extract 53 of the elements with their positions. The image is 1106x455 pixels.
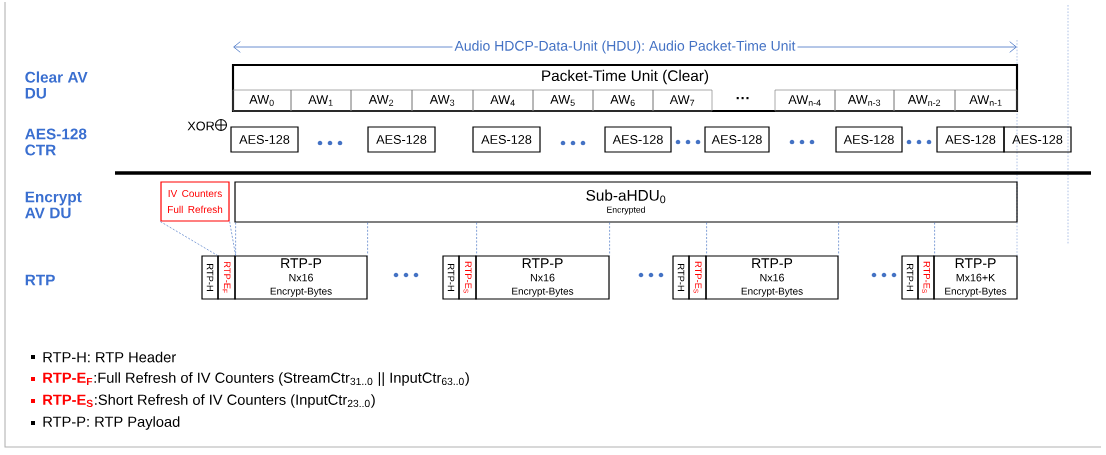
payload-cell: RTP-P Nx16 Encrypt-Bytes [234, 255, 368, 300]
legend-text: RTP-P: RTP Payload [43, 416, 180, 430]
cipher-box: AES-128 [1003, 126, 1072, 153]
header-cell: RTP-H [442, 255, 460, 300]
cipher-box: AES-128 [936, 126, 1005, 153]
operator-label: XOR [187, 121, 215, 131]
word-cell: AW$_{n-1}$ [954, 89, 1018, 112]
row-label: Encrypt AV DU [25, 191, 82, 219]
counter-cell: RTP-E$_{S}$ [458, 255, 477, 300]
word-cell: AW$_{6}$ [592, 89, 654, 112]
counter-cell: RTP-E$_{S}$ [917, 255, 935, 300]
header-cell: RTP-H [901, 255, 919, 300]
row-label: AES-128 CTR [25, 128, 87, 156]
payload-cell: RTP-P Mx16+K Encrypt-Bytes [933, 255, 1018, 300]
callout-box: IV Counters Full Refresh [160, 181, 230, 222]
cipher-box: AES-128 [835, 126, 903, 153]
word-cell: AW$_{0}$ [232, 89, 292, 112]
cipher-box: AES-128 [472, 126, 541, 153]
guide-line [476, 222, 477, 256]
cipher-box: AES-128 [230, 126, 299, 153]
guide-line [706, 222, 707, 256]
payload-cell: RTP-P Nx16 Encrypt-Bytes [705, 255, 839, 300]
payload-cell: RTP-P Nx16 Encrypt-Bytes [475, 255, 610, 300]
dimension-label: Audio HDCP-Data-Unit (HDU): Audio Packet-Time Unit [452, 38, 798, 56]
row-label: Clear AV DU [25, 71, 88, 99]
guide-line [609, 222, 610, 256]
word-cell: AW$_{4}$ [472, 89, 534, 112]
word-cell: AW$_{n-2}$ [893, 89, 956, 112]
guide-line [367, 222, 368, 256]
guide-line [235, 222, 236, 256]
header-cell: RTP-H [672, 255, 690, 300]
payload-box: Sub-aHDU$_{0}$ Encrypted [234, 181, 1018, 223]
row-label: RTP [25, 274, 55, 286]
word-cell: AW$_{1}$ [290, 89, 352, 112]
cipher-box: AES-128 [604, 126, 672, 153]
ellipsis-text: ··· [736, 97, 749, 100]
legend-text: RTP-E$_{S}$:Short Refresh of IV Counters (InputCtr$_{23..0}$) [43, 394, 375, 408]
word-cell: AW$_{n-3}$ [834, 89, 895, 112]
cipher-box: AES-128 [367, 126, 436, 153]
word-cell: AW$_{2}$ [350, 89, 413, 112]
counter-cell: RTP-E$_{F}$ [217, 255, 236, 300]
header-cell: RTP-H [201, 255, 219, 300]
guide-line [934, 222, 935, 256]
word-cell: AW$_{n-4}$ [774, 89, 836, 112]
word-cell: AW$_{7}$ [652, 89, 713, 112]
cipher-box: AES-128 [704, 126, 770, 153]
legend-text: RTP-H: RTP Header [43, 351, 176, 363]
word-cell: AW$_{5}$ [532, 89, 594, 112]
guide-line [838, 222, 839, 256]
word-cell: AW$_{3}$ [411, 89, 474, 112]
legend-text: RTP-E$_{F}$:Full Refresh of IV Counters (StreamCtr$_{31..0}$ || InputCtr$_{63..0}$) [43, 372, 469, 386]
leader-line [160, 221, 236, 256]
counter-cell: RTP-E$_{S}$ [688, 255, 707, 300]
